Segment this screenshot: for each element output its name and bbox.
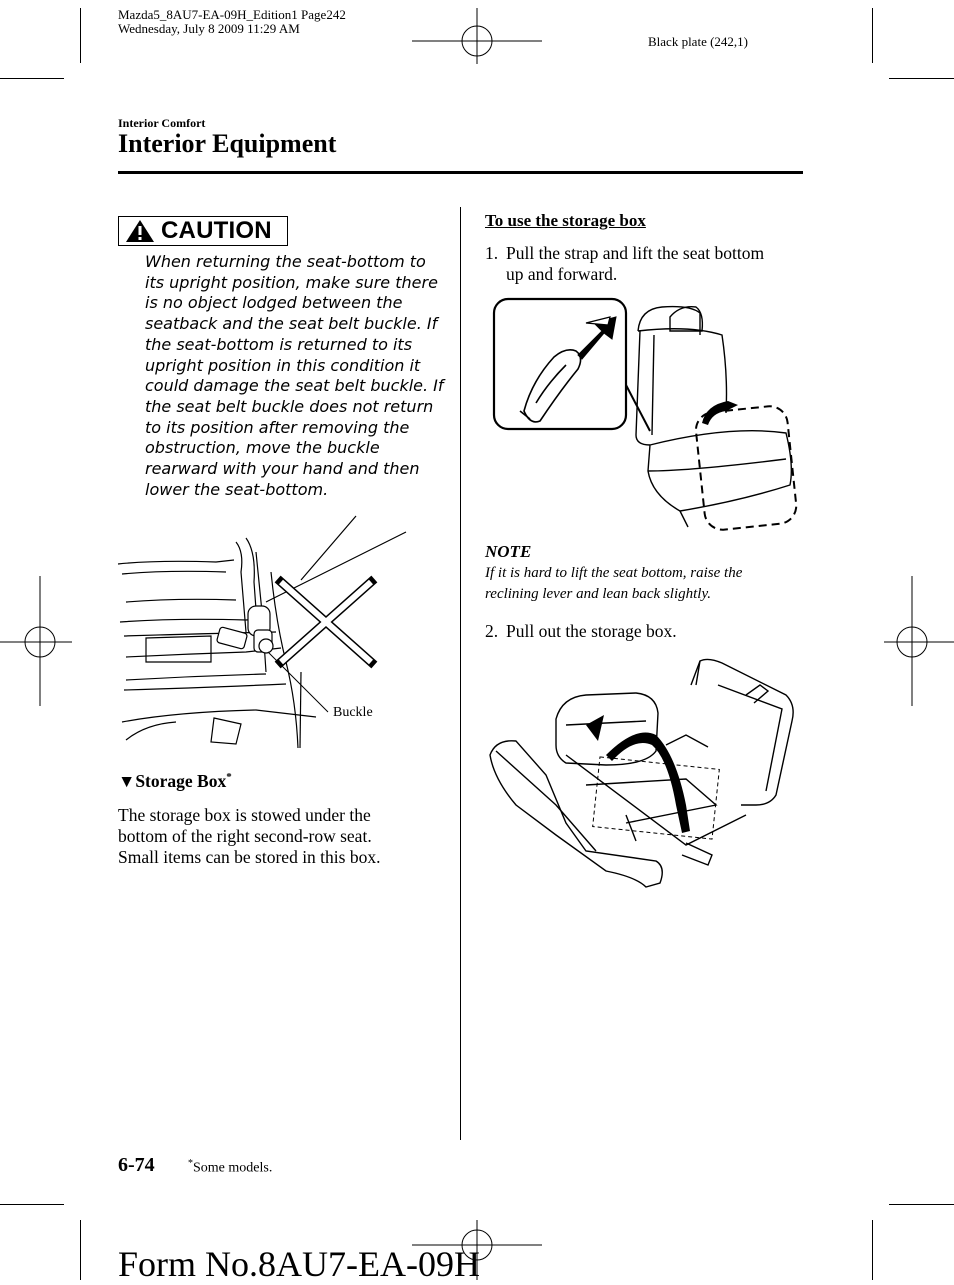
step-number: 1.	[485, 243, 499, 263]
crop-mark	[872, 1220, 873, 1280]
title-rule	[118, 171, 803, 174]
step-2: 2. Pull out the storage box.	[485, 621, 805, 642]
caution-line: upright position in this condition it	[145, 355, 421, 375]
page-number: 6-74	[118, 1154, 155, 1176]
caution-label: CAUTION	[161, 217, 272, 244]
page-title: Interior Equipment	[118, 129, 337, 158]
crosshair-register-mark-icon	[884, 576, 954, 706]
caution-line: When returning the seat-bottom to	[145, 252, 426, 271]
crop-mark	[80, 1220, 81, 1280]
footnote-text: Some models.	[193, 1160, 273, 1176]
crop-mark	[0, 78, 64, 79]
crop-mark	[0, 1204, 64, 1205]
caution-box: CAUTION	[118, 216, 288, 246]
crop-mark	[872, 8, 873, 63]
step-line: Pull out the storage box.	[506, 621, 677, 641]
crop-mark	[889, 78, 954, 79]
buckle-callout: Buckle	[333, 705, 373, 720]
date-line: Wednesday, July 8 2009 11:29 AM	[118, 21, 300, 36]
seat-buckle-illustration	[117, 515, 407, 749]
body-line: The storage box is stowed under the	[118, 805, 371, 825]
footnote-star: *	[226, 771, 232, 784]
caution-line: could damage the seat belt buckle. If	[145, 376, 444, 396]
caution-line: is no object lodged between the	[145, 293, 403, 313]
caution-line: rearward with your hand and then	[145, 459, 420, 479]
storage-box-heading: ▼Storage Box*	[118, 771, 232, 792]
step-number: 2.	[485, 621, 499, 641]
caution-line: seatback and the seat belt buckle. If	[145, 314, 438, 334]
form-number: Form No.8AU7-EA-09H	[118, 1244, 480, 1284]
note-line: If it is hard to lift the seat bottom, r…	[485, 565, 743, 581]
crosshair-register-mark-icon	[0, 576, 72, 706]
footnote: *Some models.	[188, 1158, 272, 1177]
section-label: Interior Comfort	[118, 116, 206, 130]
note-text: If it is hard to lift the seat bottom, r…	[485, 563, 805, 604]
caution-line: its upright position, make sure there	[145, 272, 438, 292]
crosshair-register-mark-icon	[412, 8, 542, 64]
body-line: bottom of the right second-row seat.	[118, 826, 372, 846]
use-storage-heading: To use the storage box	[485, 211, 646, 230]
heading-marker: ▼	[118, 771, 136, 791]
footnote-star: *	[188, 1158, 193, 1169]
body-line: Small items can be stored in this box.	[118, 847, 381, 867]
caution-line: the seat belt buckle does not return	[145, 396, 434, 416]
caution-text: When returning the seat-bottom to its up…	[145, 252, 445, 500]
plate-label: Black plate (242,1)	[648, 34, 748, 49]
caution-line: the seat-bottom is returned to its	[145, 334, 413, 354]
step-line: up and forward.	[506, 264, 618, 284]
note-line: reclining lever and lean back slightly.	[485, 585, 712, 602]
storage-box-description: The storage box is stowed under the bott…	[118, 805, 438, 868]
note-heading: NOTE	[485, 542, 532, 561]
caution-line: obstruction, move the buckle	[145, 438, 380, 458]
heading-text: Storage Box	[135, 771, 227, 791]
crop-mark	[889, 1204, 954, 1205]
warning-triangle-icon	[126, 220, 154, 242]
caution-line: to its position after removing the	[145, 417, 410, 437]
file-line: Mazda5_8AU7-EA-09H_Edition1 Page242	[118, 7, 346, 22]
crosshair-register-mark-icon	[412, 1220, 542, 1280]
seat-lift-illustration	[492, 297, 798, 531]
column-divider	[460, 207, 461, 1140]
storage-box-illustration	[489, 658, 794, 888]
step-1: 1. Pull the strap and lift the seat bott…	[485, 243, 805, 285]
print-meta: Mazda5_8AU7-EA-09H_Edition1 Page242 Wedn…	[118, 8, 346, 36]
crop-mark	[80, 8, 81, 63]
caution-line: lower the seat-bottom.	[145, 479, 329, 499]
step-line: Pull the strap and lift the seat bottom	[506, 243, 765, 263]
